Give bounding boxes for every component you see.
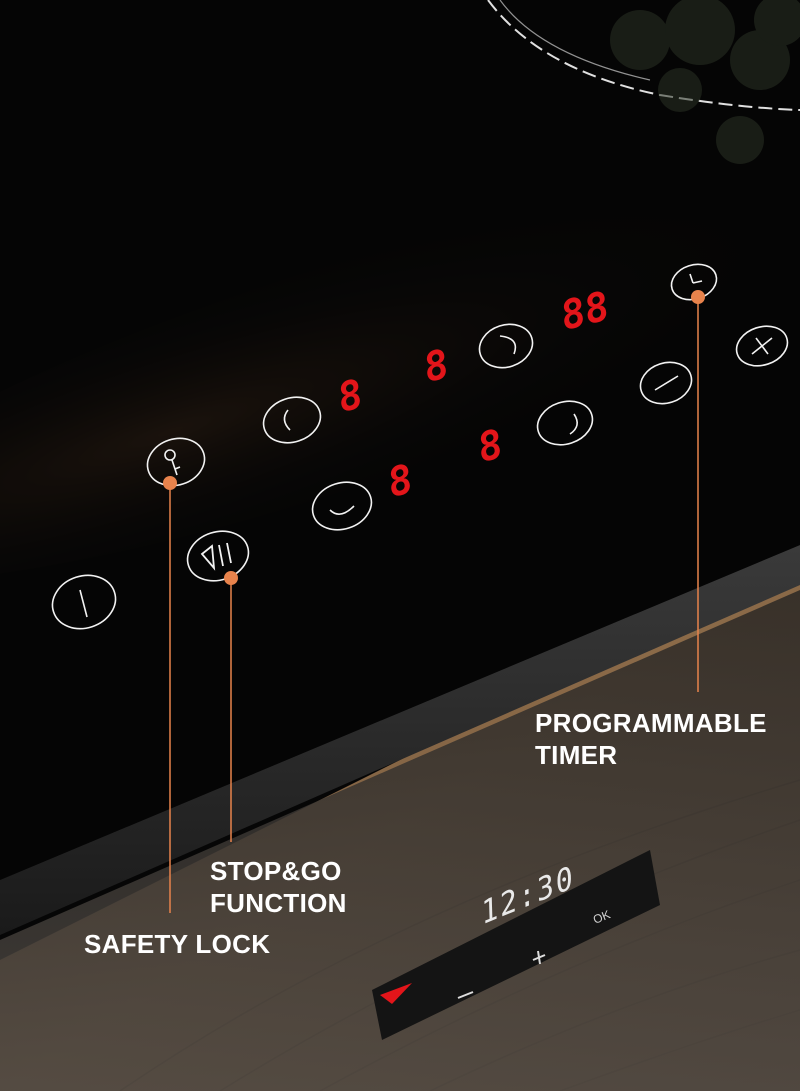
zone-button-4[interactable] <box>532 394 598 451</box>
oven-minus-icon <box>457 991 474 999</box>
safety-lock-label: SAFETY LOCK <box>84 928 270 960</box>
power-button[interactable] <box>46 567 123 636</box>
zone-button-2[interactable] <box>306 475 377 537</box>
programmable-timer-line1: PROGRAMMABLE <box>535 708 767 738</box>
programmable-timer-label: PROGRAMMABLE TIMER <box>535 707 767 771</box>
stop-go-line1: STOP&GO <box>210 856 342 886</box>
programmable-timer-line2: TIMER <box>535 740 618 770</box>
hob-glass-top <box>0 0 800 880</box>
arc-icon <box>283 409 291 431</box>
timer-display: 88 <box>556 283 614 339</box>
oven-front <box>0 590 800 1091</box>
oven-plus-icon <box>532 950 546 965</box>
play-pause-icon <box>200 542 232 571</box>
stop-go-button[interactable] <box>181 524 255 589</box>
plus-button[interactable] <box>731 320 792 372</box>
plant-reflection <box>610 0 800 164</box>
minus-icon <box>654 375 679 391</box>
stopgo-callout-dot <box>224 571 238 585</box>
burner-ring <box>487 0 800 111</box>
stop-go-line2: FUNCTION <box>210 888 347 918</box>
plus-icon <box>751 337 773 355</box>
safety-lock-line1: SAFETY LOCK <box>84 929 271 959</box>
arc-icon <box>499 335 517 355</box>
safety-lock-button[interactable] <box>141 431 210 493</box>
hob-edge <box>0 545 800 935</box>
oven-red-indicator <box>380 983 412 1004</box>
key-icon <box>164 449 181 476</box>
clock-icon <box>689 273 703 284</box>
zone-button-3[interactable] <box>474 318 538 375</box>
arc-icon <box>329 505 355 515</box>
minus-button[interactable] <box>635 356 697 410</box>
oven-control-strip <box>372 850 660 1040</box>
power-icon <box>79 589 88 618</box>
arc-icon <box>569 413 578 435</box>
burner-ring-inner <box>499 0 651 81</box>
timer-callout-dot <box>691 290 705 304</box>
zone-button-1[interactable] <box>258 390 327 450</box>
stop-go-label: STOP&GO FUNCTION <box>210 855 347 919</box>
lock-callout-dot <box>163 476 177 490</box>
